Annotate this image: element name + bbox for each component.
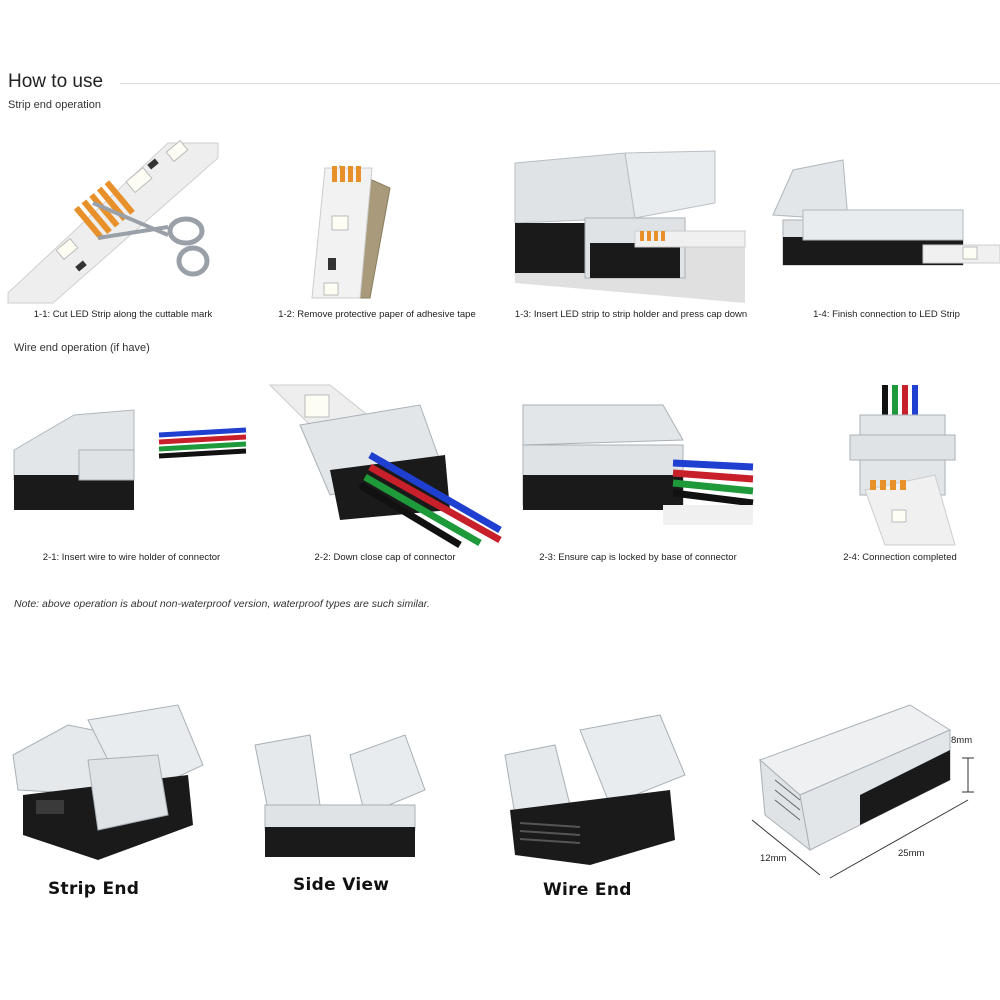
step-2-3-illustration [522,404,754,525]
step-2-3-caption: 2-3: Ensure cap is locked by base of con… [539,552,737,563]
wire-end-label: Wire End [543,880,632,900]
wire-section-heading: Wire end operation (if have) [14,342,150,354]
step-1-2-caption: 1-2: Remove protective paper of adhesive… [278,309,476,320]
step-2-4-caption: 2-4: Connection completed [843,552,957,563]
step-1-3-illustration [514,150,746,303]
step-2-4-illustration [849,385,956,546]
height-dimension: 8mm [951,735,973,746]
wire-end-view [504,714,686,865]
step-2-2-illustration [268,384,502,549]
width-dimension: 12mm [760,853,787,864]
side-view [254,734,426,857]
strip-end-label: Strip End [48,879,140,899]
length-dimension: 25mm [898,848,925,859]
step-1-3-caption: 1-3: Insert LED strip to strip holder an… [514,309,748,320]
strip-section-heading: Strip end operation [8,99,101,111]
step-2-1-illustration [13,409,247,510]
dimensioned-connector [751,704,974,879]
loose-wires [158,427,247,459]
wires [672,459,754,507]
step-1-1-illustration [7,139,219,304]
wires [358,451,502,549]
strip-end-view [12,704,204,860]
scissors-icon [92,201,210,277]
note-text: Note: above operation is about non-water… [14,598,430,610]
step-2-2-caption: 2-2: Down close cap of connector [314,552,456,563]
step-1-4-illustration [772,159,1000,266]
page-title: How to use [8,71,104,92]
step-1-1-caption: 1-1: Cut LED Strip along the cuttable ma… [33,309,213,320]
side-view-label: Side View [293,875,390,895]
step-2-1-caption: 2-1: Insert wire to wire holder of conne… [42,552,221,563]
step-1-4-caption: 1-4: Finish connection to LED Strip [813,309,960,320]
title-divider [120,83,1000,84]
step-1-2-illustration [311,165,391,299]
